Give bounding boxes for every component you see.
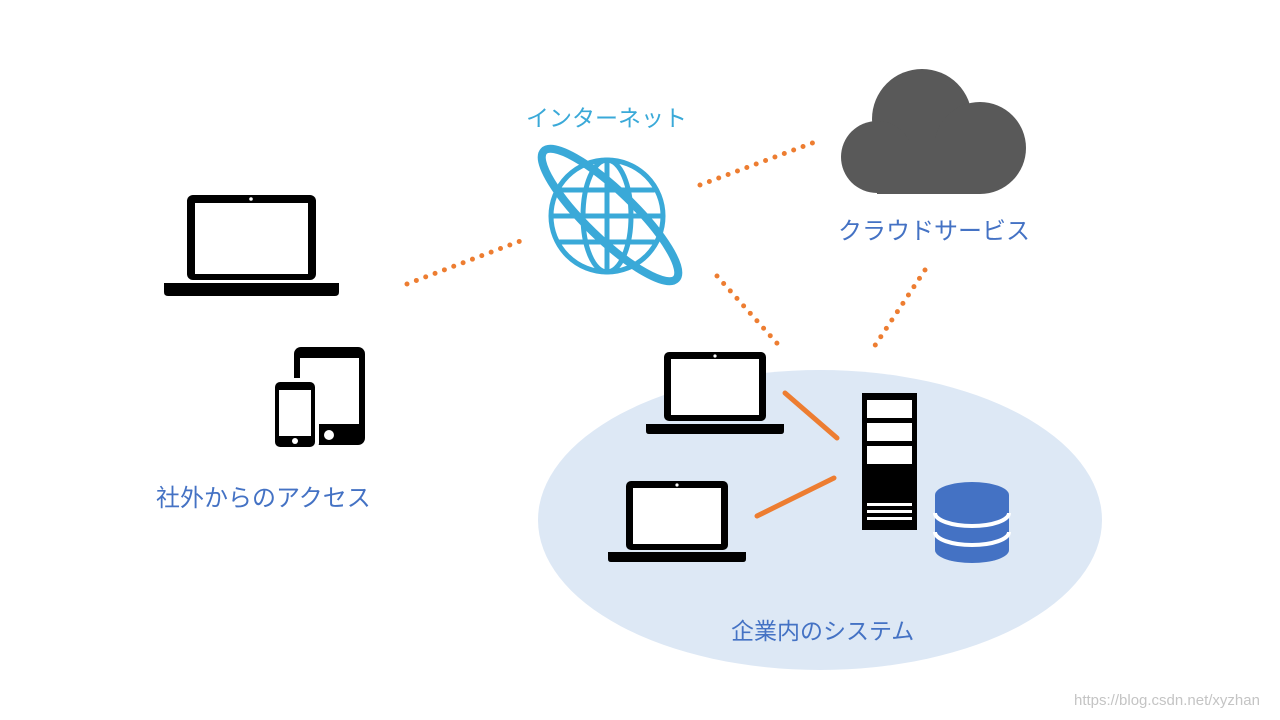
laptop-icon bbox=[164, 195, 339, 296]
corporate-system-label: 企業内のシステム bbox=[731, 619, 915, 645]
dotted-connectors bbox=[404, 139, 928, 353]
cloud-icon bbox=[841, 69, 1026, 194]
watermark: https://blog.csdn.net/xyzhan bbox=[1074, 692, 1260, 709]
server-icon bbox=[862, 393, 917, 530]
database-icon bbox=[933, 482, 1011, 563]
outside-access-label: 社外からのアクセス bbox=[156, 484, 371, 512]
globe-icon bbox=[537, 144, 683, 286]
corporate-area bbox=[538, 370, 1102, 670]
laptop-icon bbox=[608, 481, 746, 562]
connector-internet-cloud bbox=[697, 139, 818, 188]
connector-laptop1-server bbox=[782, 390, 840, 441]
cloud-service-label: クラウドサービス bbox=[838, 217, 1030, 245]
internet-label: インターネット bbox=[526, 106, 687, 132]
connector-internet-corp bbox=[714, 273, 786, 353]
connector-laptop2-server bbox=[754, 475, 837, 519]
smartphone-icon bbox=[271, 378, 319, 449]
connector-cloud-corp bbox=[869, 267, 928, 353]
connector-outside-internet bbox=[404, 237, 526, 287]
solid-connectors bbox=[754, 390, 840, 519]
laptop-icon bbox=[646, 352, 784, 434]
